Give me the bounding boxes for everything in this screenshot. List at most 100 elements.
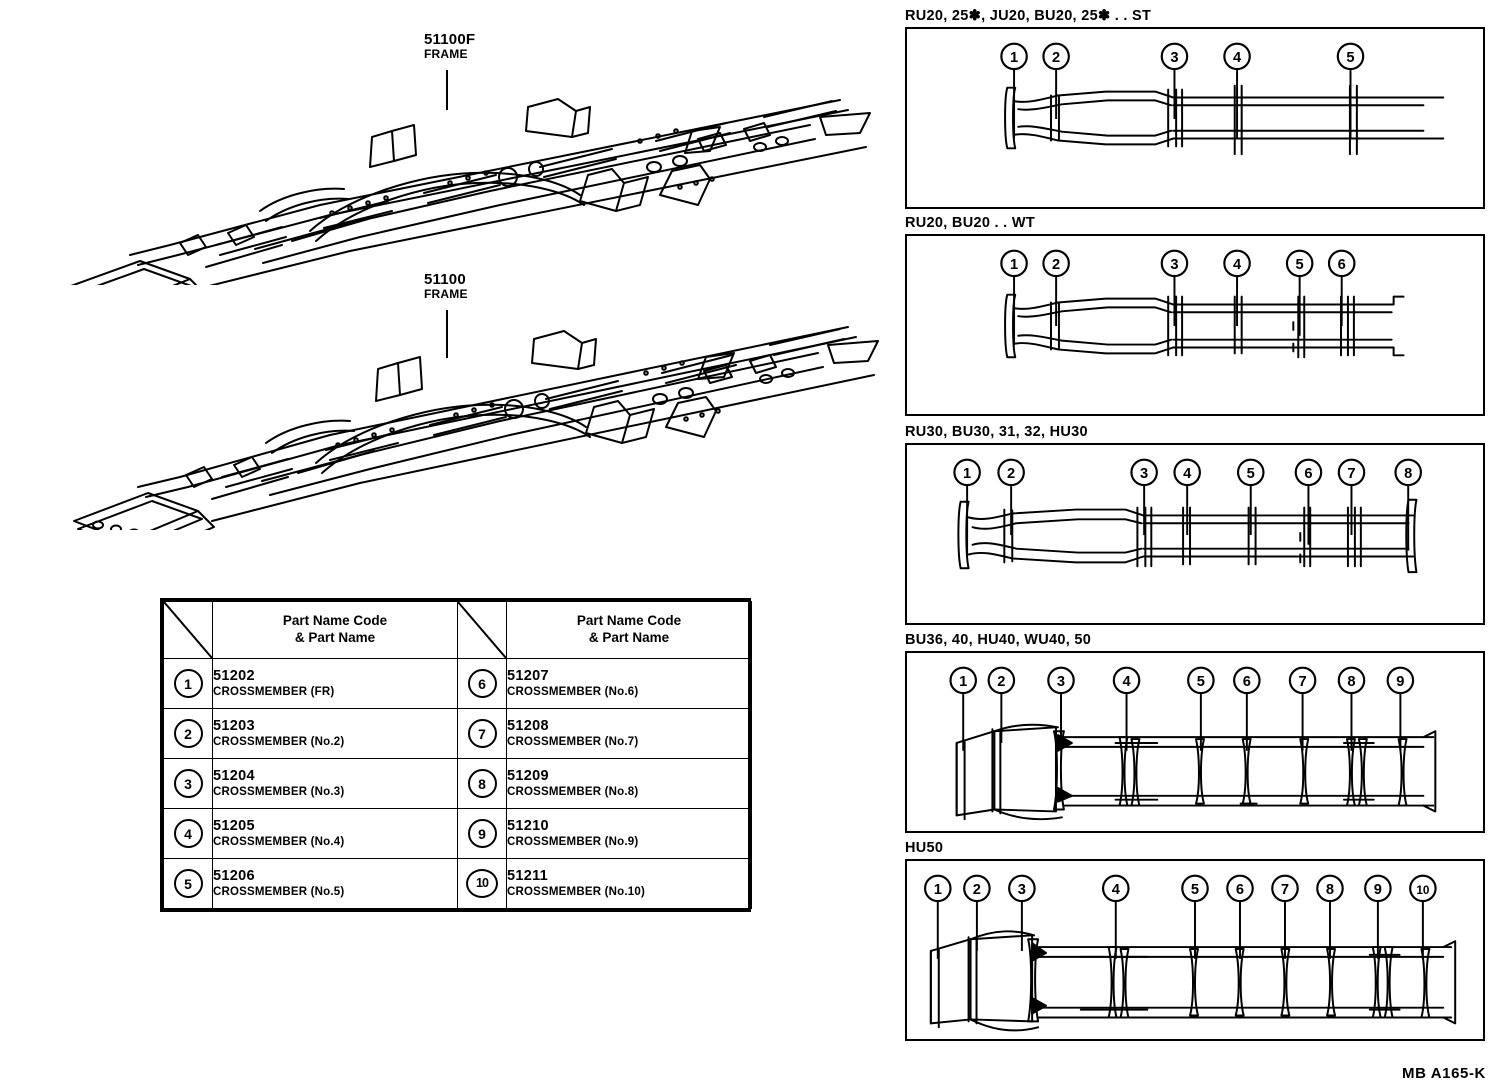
table-row: 2 51203 CROSSMEMBER (No.2) 7 51208 CROSS… <box>163 708 752 759</box>
callout-circle: 6 <box>467 669 497 698</box>
variant-panel-bu36: BU36, 40, HU40, WU40, 50 <box>905 632 1485 833</box>
part-name: CROSSMEMBER (No.8) <box>507 785 639 798</box>
callout-number: 5 <box>1296 257 1304 273</box>
variant-panel-ru20-wt: RU20, BU20 . . WT <box>905 215 1485 416</box>
variant-title: RU30, BU30, 31, 32, HU30 <box>905 424 1088 440</box>
callout-number: 2 <box>1052 257 1060 273</box>
table-row: 5 51206 CROSSMEMBER (No.5) 10 51211 CROS… <box>163 858 752 909</box>
part-info-cell: 51206 CROSSMEMBER (No.5) <box>212 858 458 909</box>
callout-circle <box>1294 458 1323 487</box>
ref-number-cell: 2 <box>163 708 213 759</box>
part-info-cell: 51209 CROSSMEMBER (No.8) <box>506 758 752 809</box>
callout-number: 1 <box>934 882 942 898</box>
part-name: CROSSMEMBER (No.10) <box>507 885 645 898</box>
frame-name: FRAME <box>424 287 468 301</box>
callout-number: 2 <box>1007 466 1015 482</box>
callout-circle <box>923 874 952 903</box>
part-info-cell: 51210 CROSSMEMBER (No.9) <box>506 808 752 859</box>
callout-circle <box>1336 42 1365 71</box>
callout-number: 3 <box>1057 674 1065 690</box>
callout-number: 3 <box>1018 882 1026 898</box>
frame-label-51100F: 51100F FRAME <box>424 32 475 60</box>
callout-circle <box>987 666 1016 695</box>
callout-circle: 1 <box>173 669 203 698</box>
callout-circle <box>1042 42 1070 71</box>
callout-number: 1 <box>963 466 971 482</box>
part-info-cell: 51207 CROSSMEMBER (No.6) <box>506 658 752 709</box>
diagonal-slash-icon <box>458 602 506 658</box>
frame-code: 51100F <box>424 31 476 48</box>
callout-number: 1 <box>1010 50 1018 66</box>
callout-circle <box>1409 874 1437 903</box>
part-code: 51208 <box>507 717 549 734</box>
ref-number-cell: 8 <box>457 758 507 809</box>
header-line-2: & Part Name <box>294 630 376 645</box>
part-info-cell: 51202 CROSSMEMBER (FR) <box>212 658 458 709</box>
header-slash-cell-right <box>457 601 507 659</box>
part-code: 51204 <box>213 767 255 784</box>
part-info-cell: 51205 CROSSMEMBER (No.4) <box>212 808 458 859</box>
ref-number-cell: 3 <box>163 758 213 809</box>
callout-circle <box>1364 874 1392 903</box>
callout-number: 9 <box>1374 882 1382 898</box>
part-code: 51202 <box>213 667 255 684</box>
table-header-row: Part Name Code & Part Name Part Name Cod… <box>163 601 752 659</box>
part-info-cell: 51204 CROSSMEMBER (No.3) <box>212 758 458 809</box>
part-name: CROSSMEMBER (No.7) <box>507 735 639 748</box>
callout-number: 8 <box>1326 882 1334 898</box>
callout-circle <box>1130 458 1158 487</box>
callout-circle <box>953 458 981 487</box>
callout-circle <box>963 874 991 903</box>
part-name: CROSSMEMBER (No.9) <box>507 835 639 848</box>
callout-circle <box>1226 874 1254 903</box>
callout-number: 6 <box>1338 257 1346 273</box>
callout-circle <box>1394 458 1422 487</box>
callout-circle: 5 <box>173 869 203 898</box>
part-name: CROSSMEMBER (No.5) <box>213 885 345 898</box>
diagonal-slash-icon <box>164 602 212 658</box>
callout-circle <box>1223 42 1251 71</box>
callout-circle <box>1008 874 1036 903</box>
callout-number: 1 <box>1010 257 1018 273</box>
callout-number: 2 <box>997 674 1005 690</box>
variant-title: RU20, 25✽, JU20, BU20, 25✽ . . ST <box>905 8 1152 24</box>
callout-circle: 10 <box>466 869 498 898</box>
part-code: 51211 <box>507 867 549 884</box>
variant-panel-hu50: HU50 <box>905 840 1485 1041</box>
callout-circle: 8 <box>467 769 497 798</box>
callout-circle <box>1101 874 1130 903</box>
callout-circle <box>1337 666 1366 695</box>
frame-label-51100: 51100 FRAME <box>424 272 468 300</box>
part-name: CROSSMEMBER (No.6) <box>507 685 639 698</box>
part-code: 51205 <box>213 817 255 834</box>
leader-line-51100F <box>446 70 448 110</box>
table-row: 4 51205 CROSSMEMBER (No.4) 9 51210 CROSS… <box>163 808 752 859</box>
part-name: CROSSMEMBER (No.2) <box>213 735 345 748</box>
parts-name-code-table: Part Name Code & Part Name Part Name Cod… <box>160 598 752 912</box>
ref-number-cell: 5 <box>163 858 213 909</box>
callout-circle: 4 <box>173 819 203 848</box>
callout-number: 4 <box>1112 882 1121 898</box>
frame-illustration-51100F <box>20 55 880 285</box>
callout-number: 1 <box>959 674 967 690</box>
callout-number: 4 <box>1233 257 1242 273</box>
callout-number: 3 <box>1170 50 1178 66</box>
ref-number-cell: 7 <box>457 708 507 759</box>
callout-circle <box>1337 458 1366 487</box>
callout-number: 7 <box>1347 466 1355 482</box>
variant-panel-ru30: RU30, BU30, 31, 32, HU30 <box>905 424 1485 625</box>
callout-circle <box>1316 874 1344 903</box>
header-line-1: Part Name Code <box>576 613 682 629</box>
part-code: 51210 <box>507 817 549 834</box>
ref-number-cell: 10 <box>457 858 507 909</box>
table-row: 1 51202 CROSSMEMBER (FR) 6 51207 CROSSME… <box>163 658 752 709</box>
callout-number: 4 <box>1122 674 1131 690</box>
callout-circle <box>1000 249 1028 278</box>
variant-panel-ru20-st: RU20, 25✽, JU20, BU20, 25✽ . . ST <box>905 8 1485 209</box>
callout-circle: 7 <box>467 719 497 748</box>
header-line-1: Part Name Code <box>282 613 388 629</box>
callout-number: 5 <box>1247 466 1255 482</box>
